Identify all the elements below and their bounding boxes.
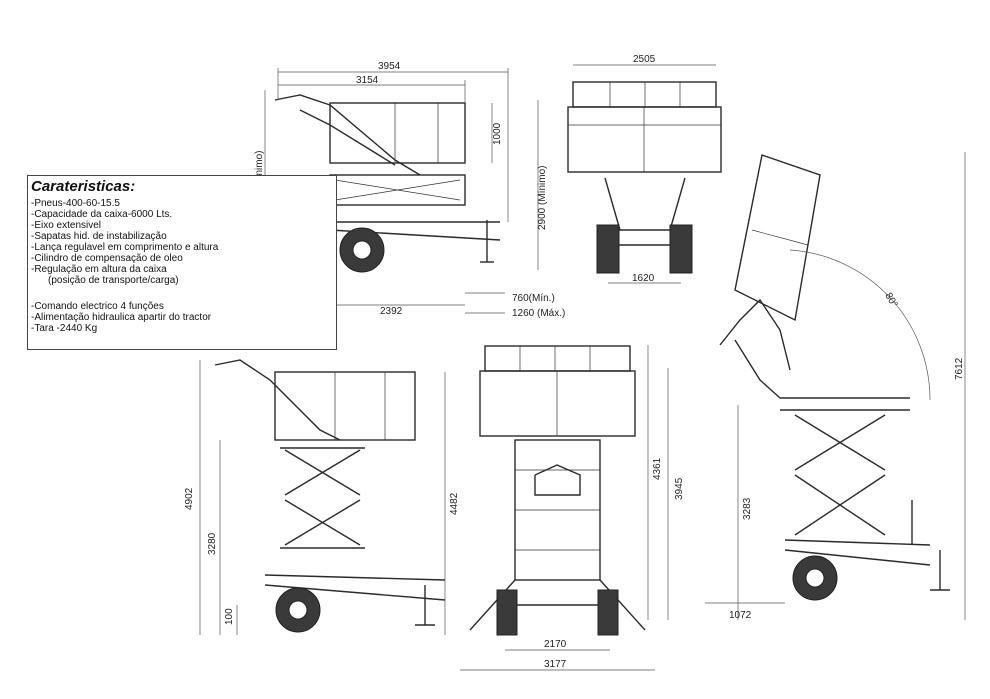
spec-stabilizers: -Sapatas hid. de instabilização	[31, 231, 167, 242]
spec-oil-cylinder: -Cilindro de compensação de oleo	[31, 253, 183, 264]
front-view-lowered	[567, 81, 722, 274]
dim-3154: 3154	[356, 75, 379, 86]
side-view-raised-dimensions: 4902 3280 100 4482	[184, 360, 460, 635]
dim-4482: 4482	[449, 492, 460, 515]
spec-capacity: -Capacidade da caixa-6000 Lts.	[31, 209, 173, 220]
dim-2505: 2505	[633, 54, 656, 65]
spec-height-adjust-note: (posição de transporte/carga)	[48, 275, 179, 286]
dim-3954: 3954	[378, 61, 401, 72]
spec-tyres: -Pneus-400-60-15.5	[31, 198, 120, 209]
dim-2170: 2170	[544, 639, 567, 650]
side-view-raised	[214, 359, 446, 633]
dim-4902: 4902	[184, 487, 195, 510]
dim-3280: 3280	[207, 532, 218, 555]
rear-view-raised	[469, 345, 646, 636]
dim-3945: 3945	[674, 477, 685, 500]
spec-boom: -Lança regulavel em comprimento e altura	[31, 242, 219, 253]
front-view-lowered-dimensions: 2505 1620	[573, 54, 716, 284]
dim-1620: 1620	[632, 273, 655, 284]
dim-100: 100	[224, 608, 235, 625]
specifications-box: Carateristicas: -Pneus-400-60-15.5 -Capa…	[27, 175, 337, 350]
spec-tare: -Tara -2440 Kg	[31, 323, 98, 334]
dim-2900-min: 2900 (Mínimo)	[537, 166, 548, 230]
dim-7612: 7612	[954, 357, 965, 380]
side-view-tilted-dimensions: 7612 4361 3945 3283 1072 80°	[647, 152, 966, 621]
dim-3283: 3283	[742, 497, 753, 520]
dim-4361: 4361	[652, 457, 663, 480]
dim-1260-max: 1260 (Máx.)	[512, 308, 565, 319]
dim-1000: 1000	[492, 122, 503, 145]
side-view-lowered	[274, 94, 501, 273]
side-view-tilted	[719, 154, 950, 601]
dim-760-min: 760(Mín.)	[512, 293, 555, 304]
spec-control: -Comando electrico 4 funções	[31, 301, 164, 312]
spec-height-adjust: -Regulação em altura da caixa	[31, 264, 167, 275]
spec-hydraulic: -Alimentação hidraulica apartir do tract…	[31, 312, 212, 323]
dim-1072: 1072	[729, 610, 752, 621]
dim-angle-80: 80°	[882, 291, 899, 310]
spec-axle: -Eixo extensivel	[31, 220, 102, 231]
dim-2392: 2392	[380, 306, 403, 317]
dim-3177: 3177	[544, 659, 567, 670]
rear-view-raised-dimensions: 2170 3177	[460, 639, 655, 671]
specifications-title: Carateristicas:	[31, 178, 136, 195]
